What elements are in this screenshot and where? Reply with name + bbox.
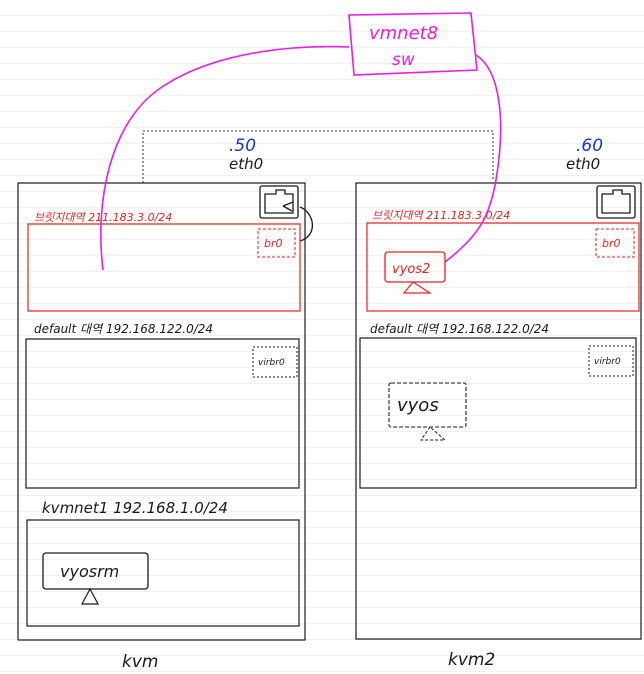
host-kvm-br0-box: [257, 228, 296, 258]
host-kvm2-name: kvm2: [448, 650, 495, 670]
host-kvm-default-net: [25, 338, 300, 489]
host-kvm2-bridge-label: 브릿지대역 211.183.3.0/24: [372, 209, 510, 222]
host-kvm2-virbr0-box: [588, 345, 634, 377]
host-kvm2-vm-vyos: [388, 382, 467, 428]
host-kvm2-default-label: default 대역 192.168.122.0/24: [370, 322, 549, 336]
host-kvm-br0-label: br0: [264, 237, 283, 250]
host-kvm-vm-vyosrm: [42, 552, 149, 590]
host-kvm-default-label: default 대역 192.168.122.0/24: [34, 322, 213, 336]
host-kvm2-frame: [355, 182, 642, 640]
host-kvm2-vm-vyos2: [384, 251, 446, 283]
host-kvm-nic-port-icon: [264, 189, 294, 214]
host-kvm2-br0-box: [595, 228, 635, 258]
host-kvm-name: kvm: [122, 652, 158, 672]
host-kvm2-default-net: [359, 337, 637, 489]
vmnet8-switch-box: [348, 12, 478, 76]
link-kvm-to-vmnet8: [100, 45, 350, 271]
vmnet8-switch-label-1: vmnet8: [369, 23, 438, 44]
host-kvm-nic: [259, 185, 299, 219]
host-kvm-vm-vyosrm-stand: [81, 587, 99, 605]
host-kvm2-ip: .60: [576, 136, 603, 156]
host-kvm-virbr0-box: [252, 346, 298, 378]
host-kvm-ip: .50: [229, 136, 256, 156]
host-kvm2-vm-vyos-stand: [420, 426, 447, 441]
host-kvm-bridge-net: [27, 223, 301, 312]
vmnet8-switch-label-2: sw: [392, 50, 415, 70]
host-kvm2-vm-vyos-label: vyos: [397, 395, 439, 416]
host-interconnect-dotted: [142, 130, 494, 183]
host-kvm2-nic: [596, 185, 636, 219]
host-kvm2-nic-label: eth0: [566, 155, 600, 173]
host-kvm-vmnet1-net: [26, 519, 300, 627]
host-kvm2-nic-port-icon: [601, 189, 631, 214]
host-kvm2-vm-vyos2-label: vyos2: [392, 262, 430, 277]
host-kvm-vm-vyosrm-label: vyosrm: [60, 562, 119, 581]
host-kvm2-virbr0-label: virbr0: [594, 357, 621, 367]
host-kvm-nic-to-br0-arrow: [299, 206, 314, 242]
host-kvm-virbr0-label: virbr0: [258, 358, 285, 368]
host-kvm-arrowhead: [282, 201, 294, 212]
host-kvm2-bridge-net: [366, 222, 640, 312]
host-kvm-bridge-label: 브릿지대역 211.183.3.0/24: [34, 211, 172, 224]
host-kvm-frame: [17, 182, 306, 641]
host-kvm2-vm-vyos2-stand: [402, 281, 433, 294]
host-kvm2-br0-label: br0: [602, 237, 621, 250]
host-kvm-nic-label: eth0: [229, 155, 263, 173]
host-kvm-vmnet1-label: kvmnet1 192.168.1.0/24: [42, 499, 228, 517]
link-vyos2-to-vmnet8: [444, 54, 502, 263]
